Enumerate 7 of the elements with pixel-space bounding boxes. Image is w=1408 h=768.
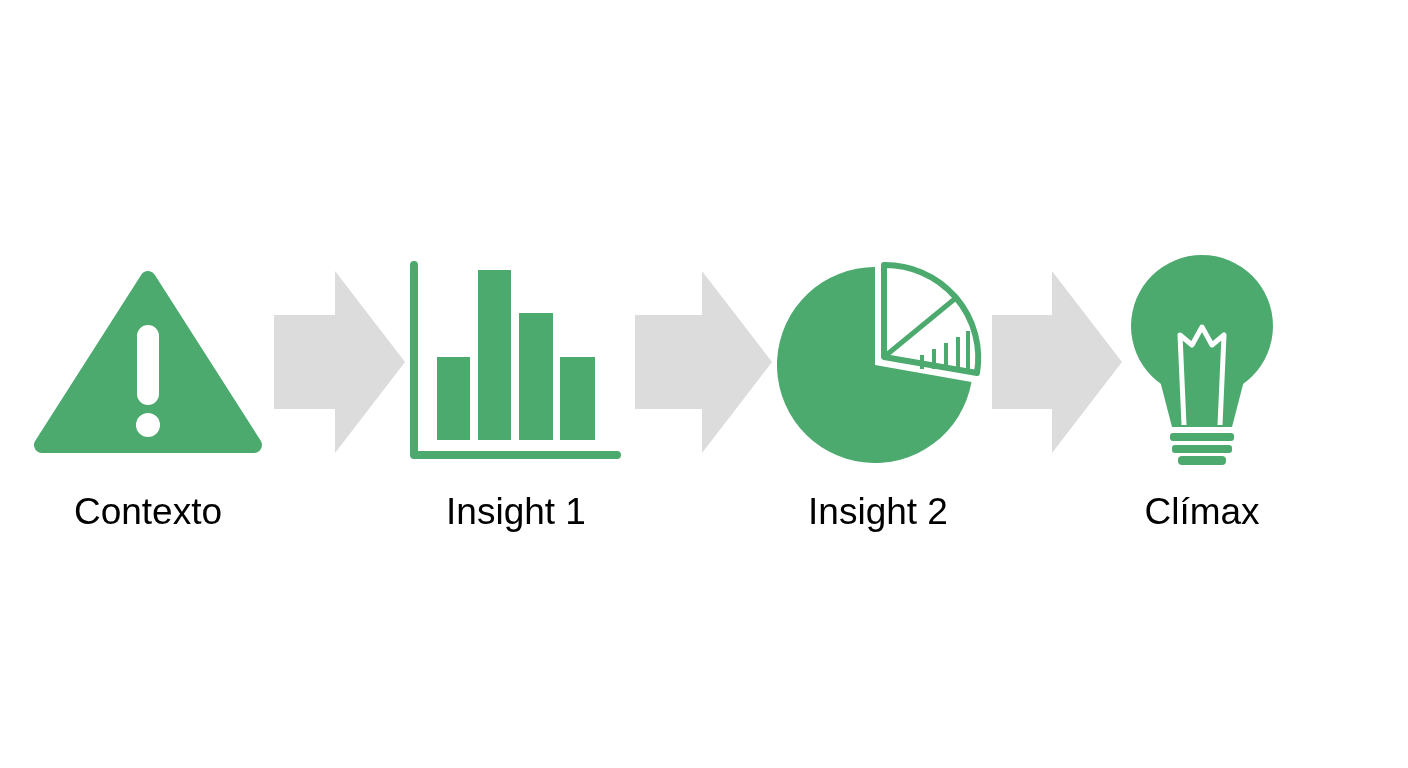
block-arrow (274, 271, 405, 453)
node-label: Insight 2 (808, 491, 948, 533)
block-arrow (635, 271, 772, 453)
node-label: Clímax (1144, 491, 1260, 533)
node-label: Contexto (73, 491, 223, 533)
block-arrow (992, 271, 1122, 453)
node-label: Insight 1 (446, 491, 586, 533)
